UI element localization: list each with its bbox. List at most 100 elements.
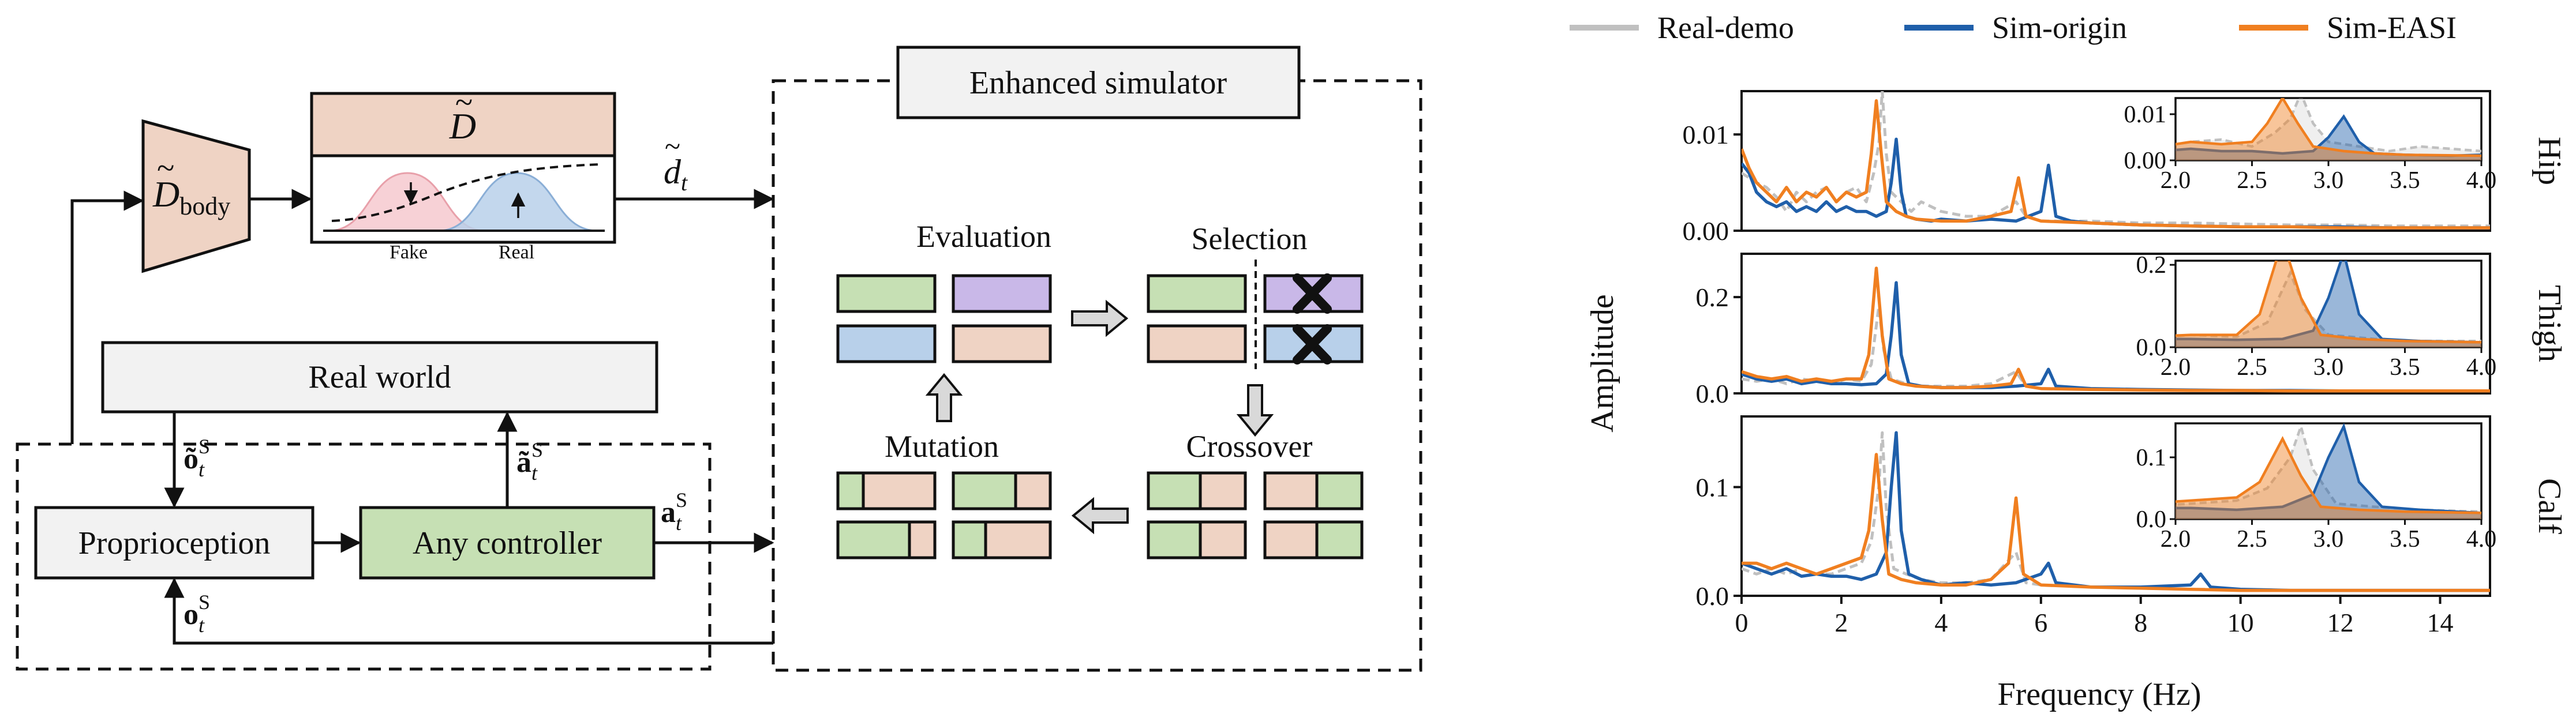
x-tick-label: 0: [1735, 608, 1748, 637]
legend-label-real-demo: Real-demo: [1657, 10, 1794, 45]
inset-area-sim-easi-calf: [2176, 438, 2481, 519]
x-tick-label: 6: [2034, 608, 2047, 637]
enhanced-simulator-title: Enhanced simulator: [969, 65, 1227, 101]
inset-x-tick-label-hip: 4.0: [2466, 167, 2497, 194]
series-line-sim-easi-calf: [1742, 453, 2490, 592]
inset-x-tick-label-thigh: 2.0: [2161, 354, 2191, 381]
crossover-label: Crossover: [1186, 429, 1313, 464]
inset-line-real-demo-hip: [2176, 98, 2481, 153]
selection-label: Selection: [1192, 221, 1308, 256]
series-line-sim-easi-hip: [1742, 99, 2490, 230]
inset-line-sim-origin-calf: [2176, 423, 2481, 514]
eval-gene-purple: [952, 274, 1052, 313]
inset-y-tick-label-hip: 0.01: [2124, 102, 2167, 128]
inset-y-tick-label-calf: 0.0: [2136, 506, 2167, 533]
eval-gene-blue: [836, 324, 937, 363]
inset-x-tick-label-calf: 3.5: [2390, 526, 2420, 553]
inset-area-sim-easi-hip: [2176, 98, 2481, 160]
d-t-tilde: ~: [665, 130, 680, 162]
panel-name-thigh: Thigh: [2532, 285, 2567, 362]
real-world-label: Real world: [308, 359, 451, 395]
inset-line-sim-easi-thigh: [2176, 261, 2481, 344]
x-axis-label: Frequency (Hz): [1998, 677, 2201, 712]
inset-y-tick-label-thigh: 0.2: [2136, 252, 2167, 279]
real-label: Real: [499, 242, 534, 263]
inset-x-tick-label-hip: 3.0: [2313, 167, 2344, 194]
discriminator-curve: [331, 163, 601, 222]
x-tick-label: 2: [1834, 608, 1848, 637]
legend: Real-demo Sim-origin Sim-EASI: [1570, 10, 2457, 45]
o-t-label: otS: [184, 591, 210, 637]
d-body-label: Dbody: [152, 174, 230, 220]
panel-lines-thigh: [1742, 266, 2490, 393]
inset-x-tick-label-thigh: 4.0: [2466, 354, 2497, 381]
inset-area-sim-easi-thigh: [2176, 261, 2481, 347]
inset-area-sim-origin-calf: [2176, 426, 2481, 519]
d-t-label: dt: [664, 153, 688, 196]
d-tilde-title-tilde: ~: [455, 85, 473, 121]
mutation-label: Mutation: [885, 429, 999, 464]
arrow-eval-to-selection: [1071, 299, 1129, 337]
inset-lines-hip: [2176, 98, 2481, 160]
inset-x-tick-label-calf: 2.0: [2161, 526, 2191, 553]
inset-x-tick-label-calf: 4.0: [2466, 526, 2497, 553]
legend-label-sim-origin: Sim-origin: [1992, 10, 2127, 45]
legend-label-sim-easi: Sim-EASI: [2327, 10, 2457, 45]
series-line-sim-easi-thigh: [1742, 266, 2490, 393]
proprioception-label: Proprioception: [78, 525, 271, 561]
arrow-selection-to-crossover: [1236, 384, 1274, 437]
inset-y-tick-label-calf: 0.1: [2136, 445, 2167, 471]
inset-frame-calf: [2174, 422, 2483, 520]
reject-cross-icon: [1293, 273, 1332, 314]
panel-lines-calf: [1742, 431, 2490, 592]
o-tilde-label: õtS: [184, 435, 210, 481]
inset-area-sim-origin-thigh: [2176, 261, 2481, 347]
enhanced-simulator-dashed-box: [772, 79, 1422, 672]
inset-calf: 0.0 0.1 2.0 2.5 3.0 3.5 4.0: [2136, 422, 2497, 553]
inset-y-tick-label-hip: 0.00: [2124, 148, 2167, 174]
sel-gene-blue: [1263, 324, 1364, 363]
a-tilde-label: ãtS: [516, 438, 543, 484]
reject-cross-icon-2: [1293, 324, 1332, 365]
x-tick-label: 14: [2427, 608, 2454, 637]
inset-x-tick-label-hip: 2.5: [2237, 167, 2267, 194]
inset-x-tick-label-hip: 3.5: [2390, 167, 2420, 194]
inset-hip: 0.00 0.01 2.0 2.5 3.0 3.5 4.0: [2124, 97, 2497, 194]
crossover-genes: [1147, 471, 1364, 559]
y-tick-label-hip: 0.01: [1683, 120, 1729, 149]
inset-x-tick-label-hip: 2.0: [2161, 167, 2191, 194]
arrow-mutation-to-evaluation: [925, 373, 963, 422]
enhanced-simulator-title-box: [896, 46, 1301, 119]
inset-lines-calf: [2176, 423, 2481, 519]
arrow-crossover-to-mutation: [1071, 497, 1129, 535]
inset-x-tick-label-thigh: 3.5: [2390, 354, 2420, 381]
fake-label: Fake: [390, 242, 428, 263]
sel-gene-green: [1147, 274, 1247, 313]
inset-area-real-demo-calf: [2176, 426, 2481, 519]
eas-diagram: Dbody ~ D ~ Fake Real dt ~ Real world Pr…: [16, 46, 1422, 672]
inset-x-tick-label-calf: 3.0: [2313, 526, 2344, 553]
proprioception-box: [34, 506, 314, 580]
inset-line-sim-easi-hip: [2176, 98, 2481, 157]
real-world-box: [101, 341, 658, 414]
inset-lines-thigh: [2176, 261, 2481, 347]
d-body-tilde: ~: [157, 151, 174, 186]
panel-lines-hip: [1742, 91, 2490, 230]
y-tick-label-calf: 0.1: [1696, 473, 1729, 502]
inset-x-tick-label-calf: 2.5: [2237, 526, 2267, 553]
a-t-label: atS: [661, 489, 687, 535]
mutation-genes: [836, 471, 1052, 559]
d-tilde-title: D: [449, 106, 476, 146]
eval-gene-peach: [952, 324, 1052, 363]
y-tick-label-hip: 0.00: [1683, 216, 1729, 246]
arrow-simulator-to-proprioception: [164, 577, 773, 645]
y-tick-label-thigh: 0.2: [1696, 283, 1729, 312]
